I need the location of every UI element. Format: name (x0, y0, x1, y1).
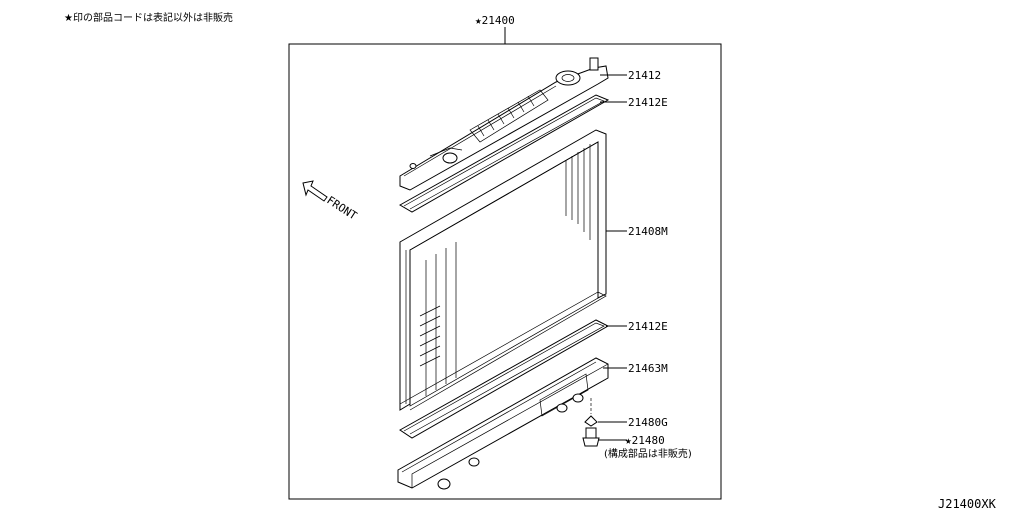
front-label: FRONT (324, 194, 359, 223)
part-label-21412[interactable]: 21412 (628, 69, 661, 82)
part-label-21408m[interactable]: 21408M (628, 225, 668, 238)
part-label-21463m[interactable]: 21463M (628, 362, 668, 375)
part-label-21412e-lower[interactable]: 21412E (628, 320, 668, 333)
drain-gasket-part[interactable] (584, 415, 598, 427)
lower-tank-part[interactable] (397, 357, 609, 490)
radiator-core-part[interactable] (399, 129, 607, 411)
header-note: ★印の部品コードは表記以外は非販売 (64, 11, 233, 24)
part-label-21480[interactable]: ★21480 (625, 434, 665, 447)
drain-cock-part[interactable] (582, 427, 600, 447)
upper-gasket-part[interactable] (398, 94, 610, 213)
drain-cock-note: (構成部品は非販売) (604, 447, 692, 460)
leader-lines (598, 74, 627, 441)
front-arrow-icon (302, 180, 328, 202)
diagram-code: J21400XK (938, 497, 997, 511)
part-label-21480g[interactable]: 21480G (628, 416, 668, 429)
part-label-21412e-upper[interactable]: 21412E (628, 96, 668, 109)
upper-tank-part[interactable] (399, 57, 609, 191)
assembly-label[interactable]: ★21400 (475, 14, 515, 27)
